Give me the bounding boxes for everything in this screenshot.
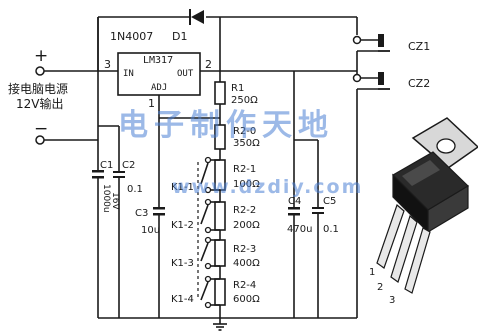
diode-d1 [189,9,204,25]
c3-ref: C3 [135,208,148,219]
r21-value: 100Ω [233,179,260,190]
cz1-label: CZ1 [408,40,430,53]
c4-value: 470u [287,224,312,235]
c5-value: 0.1 [323,224,339,235]
r1-value: 250Ω [231,95,258,106]
r20-ref: R2-0 [233,126,256,137]
watermark-url: www.dzdiy.com [172,176,363,198]
package-pin3-label: 3 [389,295,395,306]
regulator-pin-adj: ADJ [151,83,167,93]
regulator-wires [98,17,358,119]
switch-gang [197,156,220,309]
cap-c4 [288,71,300,318]
c1-ref: C1 [100,160,113,171]
output-jack-cz2 [352,72,390,90]
cap-c3 [153,118,165,318]
top-rail [44,16,358,72]
regulator-pin3-num: 3 [104,58,111,71]
r23-value: 400Ω [233,258,260,269]
c2-value: 0.1 [127,184,143,195]
r24-ref: R2-4 [233,280,256,291]
r22-ref: R2-2 [233,205,256,216]
diode-name: 1N4007 [110,30,153,43]
switch-k2-label: K1-2 [171,220,194,231]
package-pin1-label: 1 [369,267,375,278]
switch-k1-label: K1-1 [171,182,194,193]
r22-value: 200Ω [233,220,260,231]
r24-value: 600Ω [233,294,260,305]
cap-c2 [98,125,125,318]
minus-sign: − [34,119,48,139]
switch-k4-label: K1-4 [171,294,194,305]
regulator-pin1-num: 1 [148,97,155,110]
ground-rail [44,50,390,331]
output-jack-cz1 [352,34,390,52]
lm317-block [117,52,201,96]
c4-ref: C4 [288,196,301,207]
input-plus-terminal [35,66,45,76]
regulator-pin-in: IN [123,69,134,79]
regulator-pin-out: OUT [177,69,194,79]
r20-value: 350Ω [233,138,260,149]
regulator-pin2-num: 2 [205,58,212,71]
c2-ref: C2 [122,160,135,171]
c1-voltage: 16V [110,192,120,210]
r1-ref: R1 [231,83,244,94]
plus-sign: + [34,46,48,66]
cz2-label: CZ2 [408,77,430,90]
to220-package-illustration [376,117,478,294]
switch-k3-label: K1-3 [171,258,194,269]
input-label-line1: 接电脑电源 [8,81,68,96]
package-pin2-label: 2 [377,282,383,293]
watermark-chinese: 电子制作天地 [118,108,334,143]
c1-value: 1000u [101,184,111,213]
c5-ref: C5 [323,196,336,207]
input-label-line2: 12V输出 [16,96,63,111]
cap-c5 [294,139,324,318]
c3-value: 10u [141,225,160,236]
diode-ref: D1 [172,30,187,43]
cap-c1 [92,71,104,318]
r21-ref: R2-1 [233,164,256,175]
r23-ref: R2-3 [233,244,256,255]
resistor-chain [214,81,226,318]
regulator-name: LM317 [143,55,173,66]
